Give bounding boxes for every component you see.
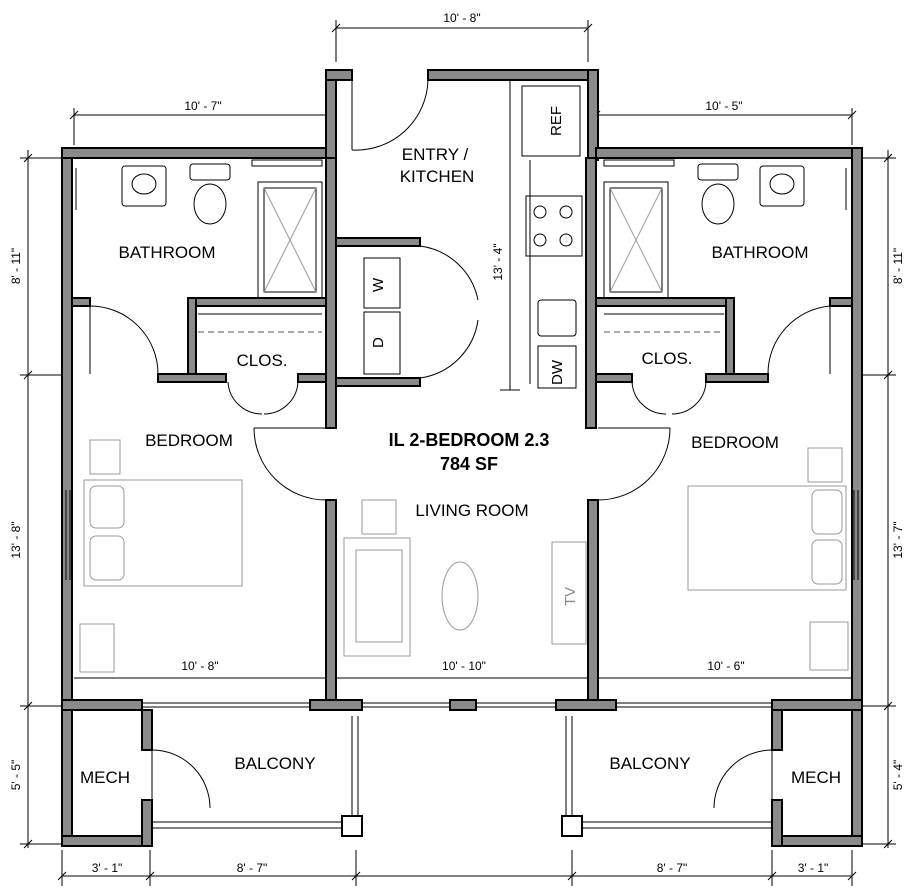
dim-right-balcony: 5' - 4" (891, 760, 905, 791)
living-room-label: LIVING ROOM (415, 501, 528, 520)
bathroom-right-label: BATHROOM (712, 243, 809, 262)
room-labels: ENTRY / KITCHEN BATHROOM BATHROOM CLOS. … (80, 145, 841, 787)
bedroom-left-label: BEDROOM (145, 431, 233, 450)
dim-left-bedroom-width: 10' - 8" (181, 659, 218, 673)
dishwasher-label: DW (549, 359, 566, 385)
closet-left-label: CLOS. (236, 351, 287, 370)
doors (89, 79, 831, 809)
dim-right-bedroom-width: 10' - 6" (707, 659, 744, 673)
unit-name: IL 2-BEDROOM 2.3 (389, 430, 550, 450)
tv-label: TV (562, 587, 579, 606)
entry-kitchen-label-1: ENTRY / (402, 145, 469, 164)
dim-living-width: 10' - 10" (442, 659, 486, 673)
dim-left-bath: 8' - 11" (9, 248, 23, 284)
mech-right-label: MECH (791, 768, 841, 787)
dimension-labels: 10' - 8" 10' - 7" 10' - 5" 13' - 4" 8' -… (9, 11, 905, 875)
closet-right-label: CLOS. (641, 349, 692, 368)
washer-label: W (370, 277, 387, 292)
bathroom-left-label: BATHROOM (119, 243, 216, 262)
dim-left-balcony-width: 8' - 7" (237, 861, 268, 875)
railings-windows (65, 159, 859, 829)
balcony-right-label: BALCONY (609, 754, 690, 773)
fixture-labels: REF W D DW TV (370, 106, 579, 606)
dim-kitchen-depth: 13' - 4" (491, 243, 505, 280)
dim-top-right: 10' - 5" (705, 99, 742, 113)
unit-area: 784 SF (440, 454, 498, 474)
dim-left-balcony: 5' - 5" (9, 760, 23, 791)
dim-right-bedroom: 13' - 7" (891, 521, 905, 558)
dim-right-mech: 3' - 1" (798, 861, 829, 875)
balcony-left-label: BALCONY (234, 754, 315, 773)
dim-right-balcony-width: 8' - 7" (657, 861, 688, 875)
dim-left-mech: 3' - 1" (92, 861, 123, 875)
dim-top-left: 10' - 7" (184, 99, 221, 113)
dim-right-bath: 8' - 11" (891, 248, 905, 284)
entry-kitchen-label-2: KITCHEN (400, 167, 475, 186)
dim-left-bedroom: 13' - 8" (9, 521, 23, 558)
dim-top-entry: 10' - 8" (443, 11, 480, 25)
bedroom-right-label: BEDROOM (691, 433, 779, 452)
dryer-label: D (370, 337, 387, 348)
mech-left-label: MECH (80, 768, 130, 787)
dimension-lines (20, 20, 896, 886)
refrigerator-label: REF (548, 106, 565, 136)
fixtures (79, 85, 849, 673)
